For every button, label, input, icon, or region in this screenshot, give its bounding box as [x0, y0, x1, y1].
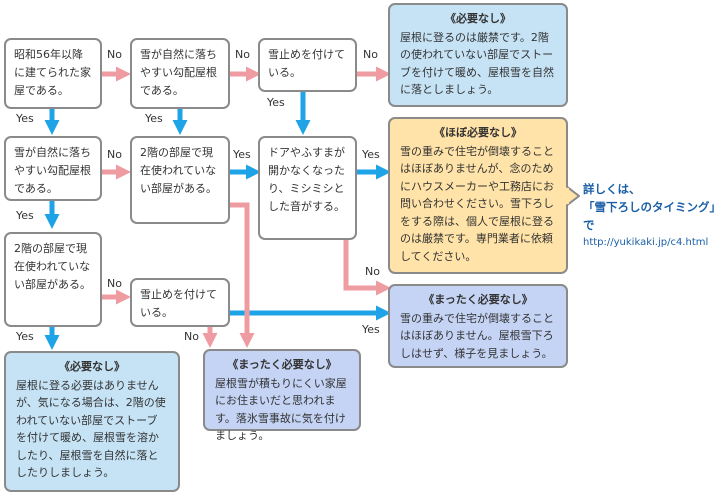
label-yes: Yes	[145, 112, 163, 125]
label-no: No	[107, 277, 122, 290]
question-snow-stopper-2: 雪止めを付けている。	[130, 278, 230, 327]
note-line-2: 「雪下ろしのタイミング」で	[583, 200, 716, 232]
result-not-needed-top: 《必要なし》 屋根に登るのは厳禁です。2階の使われていない部屋でストーブを付けて…	[388, 3, 568, 107]
label-no: No	[363, 48, 378, 61]
note-url: http://yukikaki.jp/c4.html	[583, 237, 709, 248]
question-built-after-1981: 昭和56年以降に建てられた家屋である。	[4, 38, 102, 109]
arrow-q5-no	[230, 202, 255, 348]
result-title: 《まったく必要なし》	[423, 293, 533, 306]
label-yes: Yes	[233, 148, 251, 161]
result-title: 《まったく必要なし》	[227, 358, 337, 371]
label-yes: Yes	[362, 323, 380, 336]
label-no: No	[107, 148, 122, 161]
result-title: 《必要なし》	[445, 12, 511, 25]
label-no: No	[107, 48, 122, 61]
result-text: 屋根に登るのは厳禁です。2階の使われていない部屋でストーブを付けて暖め、屋根雪を…	[400, 30, 554, 97]
result-text: 屋根雪が積もりにくい家屋にお住まいだと思われます。落氷雪事故に気を付けましょう。	[215, 376, 347, 443]
arrow-q6-no	[343, 240, 391, 296]
question-unused-room: 2階の部屋で現在使われていない部屋がある。	[130, 136, 230, 224]
result-text: 雪の重みで住宅が倒壊することはほぼありませんが、念のためにハウスメーカーや工務店…	[400, 144, 554, 263]
result-title: 《必要なし》	[59, 360, 125, 373]
label-yes: Yes	[16, 112, 34, 125]
label-no: No	[365, 265, 380, 278]
label-yes: Yes	[362, 148, 380, 161]
result-not-needed-bottom: 《必要なし》 屋根に登る必要はありませんが、気になる場合は、2階の使われていない…	[4, 351, 180, 492]
result-text: 屋根に登る必要はありませんが、気になる場合は、2階の使われていない部屋でストーブ…	[16, 378, 166, 480]
result-not-needed-at-all-right: 《まったく必要なし》 雪の重みで住宅が倒壊することはほぼありません。屋根雪下ろし…	[388, 284, 568, 368]
label-no: No	[184, 330, 199, 343]
label-yes: Yes	[16, 209, 34, 222]
result-almost-not-needed: 《ほぼ必要なし》 雪の重みで住宅が倒壊することはほぼありませんが、念のためにハウ…	[388, 117, 568, 274]
note-line-1: 詳しくは、	[583, 182, 641, 196]
question-snow-stopper: 雪止めを付けている。	[258, 38, 357, 92]
label-yes: Yes	[267, 96, 285, 109]
result-not-needed-at-all-bottom: 《まったく必要なし》 屋根雪が積もりにくい家屋にお住まいだと思われます。落氷雪事…	[203, 349, 361, 442]
question-sloped-roof: 雪が自然に落ちやすい勾配屋根である。	[130, 38, 230, 109]
question-door-creak: ドアやふすまが開かなくなったり、ミシミシとした音がする。	[258, 136, 357, 240]
result-title: 《ほぼ必要なし》	[434, 126, 522, 139]
callout-pointer	[566, 186, 580, 206]
label-no: No	[235, 48, 250, 61]
question-unused-room-2: 2階の部屋で現在使われていない部屋がある。	[4, 232, 102, 327]
result-text: 雪の重みで住宅が倒壊することはほぼありません。屋根雪下ろしはせず、様子を見ましょ…	[400, 311, 554, 360]
label-yes: Yes	[16, 330, 34, 343]
question-sloped-roof-2: 雪が自然に落ちやすい勾配屋根である。	[4, 136, 102, 201]
reference-note: 詳しくは、 「雪下ろしのタイミング」で http://yukikaki.jp/c…	[583, 180, 720, 252]
